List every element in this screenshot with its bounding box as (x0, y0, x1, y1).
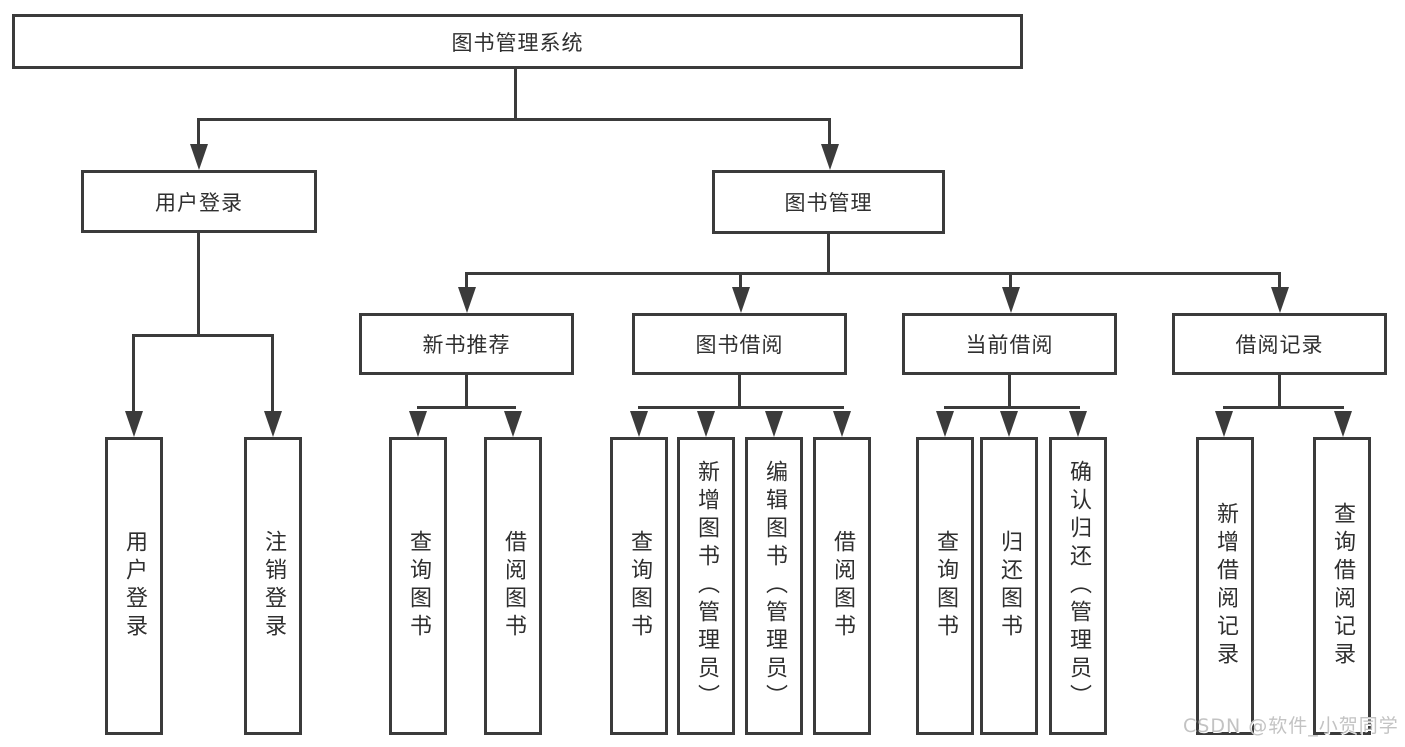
leaf-query-books-borrow: 查询图书 (610, 437, 668, 735)
connector-bookmgmt-drop3 (1009, 272, 1012, 290)
leaf-edit-book-admin-label: 编辑图书（管理员） (762, 460, 787, 712)
node-user-login: 用户登录 (81, 170, 317, 233)
node-new-book-recommend: 新书推荐 (359, 313, 574, 375)
arrowhead-user-login (190, 144, 208, 170)
arrowhead-book-management (821, 144, 839, 170)
leaf-borrow-books-newrec: 借阅图书 (484, 437, 542, 735)
arrowhead-borrow-books-newrec (504, 411, 522, 437)
leaf-confirm-return-admin: 确认归还（管理员） (1049, 437, 1107, 735)
leaf-user-login: 用户登录 (105, 437, 163, 735)
arrowhead-query-books-current (936, 411, 954, 437)
connector-root-stem (514, 69, 517, 120)
leaf-query-books-newrec-label: 查询图书 (406, 530, 431, 642)
connector-root-rail (197, 118, 831, 121)
leaf-return-book-label: 归还图书 (997, 530, 1022, 642)
node-book-borrow: 图书借阅 (632, 313, 847, 375)
leaf-query-books-current: 查询图书 (916, 437, 974, 735)
leaf-query-borrow-record: 查询借阅记录 (1313, 437, 1371, 735)
arrowhead-add-borrow-record (1215, 411, 1233, 437)
arrowhead-edit-book-admin (765, 411, 783, 437)
arrowhead-borrow-books-borrow (833, 411, 851, 437)
leaf-add-borrow-record-label: 新增借阅记录 (1213, 502, 1238, 670)
leaf-query-books-current-label: 查询图书 (933, 530, 958, 642)
csdn-watermark: CSDN @软件_小贺同学 (1183, 715, 1399, 737)
connector-userlogin-stem (197, 233, 200, 337)
leaf-logout-label: 注销登录 (261, 530, 286, 642)
connector-records-rail (1223, 406, 1344, 409)
connector-bookmgmt-drop4 (1278, 272, 1281, 290)
connector-bookmgmt-rail (465, 272, 1281, 275)
leaf-edit-book-admin: 编辑图书（管理员） (745, 437, 803, 735)
node-borrow-records: 借阅记录 (1172, 313, 1387, 375)
node-borrow-records-label: 借阅记录 (1235, 333, 1324, 357)
node-root: 图书管理系统 (12, 14, 1023, 69)
connector-borrow-rail (638, 406, 844, 409)
leaf-borrow-books-borrow-label: 借阅图书 (830, 530, 855, 642)
node-book-management: 图书管理 (712, 170, 945, 234)
connector-current-stem (1008, 375, 1011, 409)
leaf-add-book-admin-label: 新增图书（管理员） (694, 460, 719, 712)
leaf-query-books-newrec: 查询图书 (389, 437, 447, 735)
connector-bookmgmt-drop2 (739, 272, 742, 290)
leaf-borrow-books-borrow: 借阅图书 (813, 437, 871, 735)
connector-userlogin-drop1 (132, 334, 135, 414)
leaf-borrow-books-newrec-label: 借阅图书 (501, 530, 526, 642)
connector-userlogin-drop2 (271, 334, 274, 414)
leaf-return-book: 归还图书 (980, 437, 1038, 735)
leaf-add-book-admin: 新增图书（管理员） (677, 437, 735, 735)
arrowhead-borrow-records (1271, 287, 1289, 313)
arrowhead-add-book-admin (697, 411, 715, 437)
leaf-query-borrow-record-label: 查询借阅记录 (1330, 502, 1355, 670)
connector-bookmgmt-stem (827, 234, 830, 275)
node-current-borrow: 当前借阅 (902, 313, 1117, 375)
arrowhead-new-book-recommend (458, 287, 476, 313)
connector-root-drop-left (197, 118, 200, 150)
arrowhead-query-books-borrow (630, 411, 648, 437)
connector-bookmgmt-drop1 (465, 272, 468, 290)
connector-newrec-stem (465, 375, 468, 409)
connector-borrow-stem (738, 375, 741, 409)
connector-userlogin-rail (132, 334, 274, 337)
connector-records-stem (1278, 375, 1281, 409)
arrowhead-query-borrow-record (1334, 411, 1352, 437)
leaf-confirm-return-admin-label: 确认归还（管理员） (1066, 460, 1091, 712)
node-book-borrow-label: 图书借阅 (695, 333, 784, 357)
connector-current-rail (944, 406, 1080, 409)
node-new-book-recommend-label: 新书推荐 (422, 333, 511, 357)
leaf-query-books-borrow-label: 查询图书 (627, 530, 652, 642)
connector-newrec-rail (417, 406, 516, 409)
arrowhead-leaf-logout (264, 411, 282, 437)
arrowhead-return-book (1000, 411, 1018, 437)
leaf-add-borrow-record: 新增借阅记录 (1196, 437, 1254, 735)
leaf-logout: 注销登录 (244, 437, 302, 735)
node-root-label: 图书管理系统 (451, 30, 584, 55)
connector-root-drop-right (828, 118, 831, 150)
leaf-user-login-label: 用户登录 (122, 530, 147, 642)
arrowhead-book-borrow (732, 287, 750, 313)
arrowhead-leaf-user-login (125, 411, 143, 437)
node-book-management-label: 图书管理 (784, 191, 873, 215)
node-current-borrow-label: 当前借阅 (965, 333, 1054, 357)
node-user-login-label: 用户登录 (155, 190, 243, 215)
arrowhead-query-books-newrec (409, 411, 427, 437)
arrowhead-confirm-return-admin (1069, 411, 1087, 437)
arrowhead-current-borrow (1002, 287, 1020, 313)
